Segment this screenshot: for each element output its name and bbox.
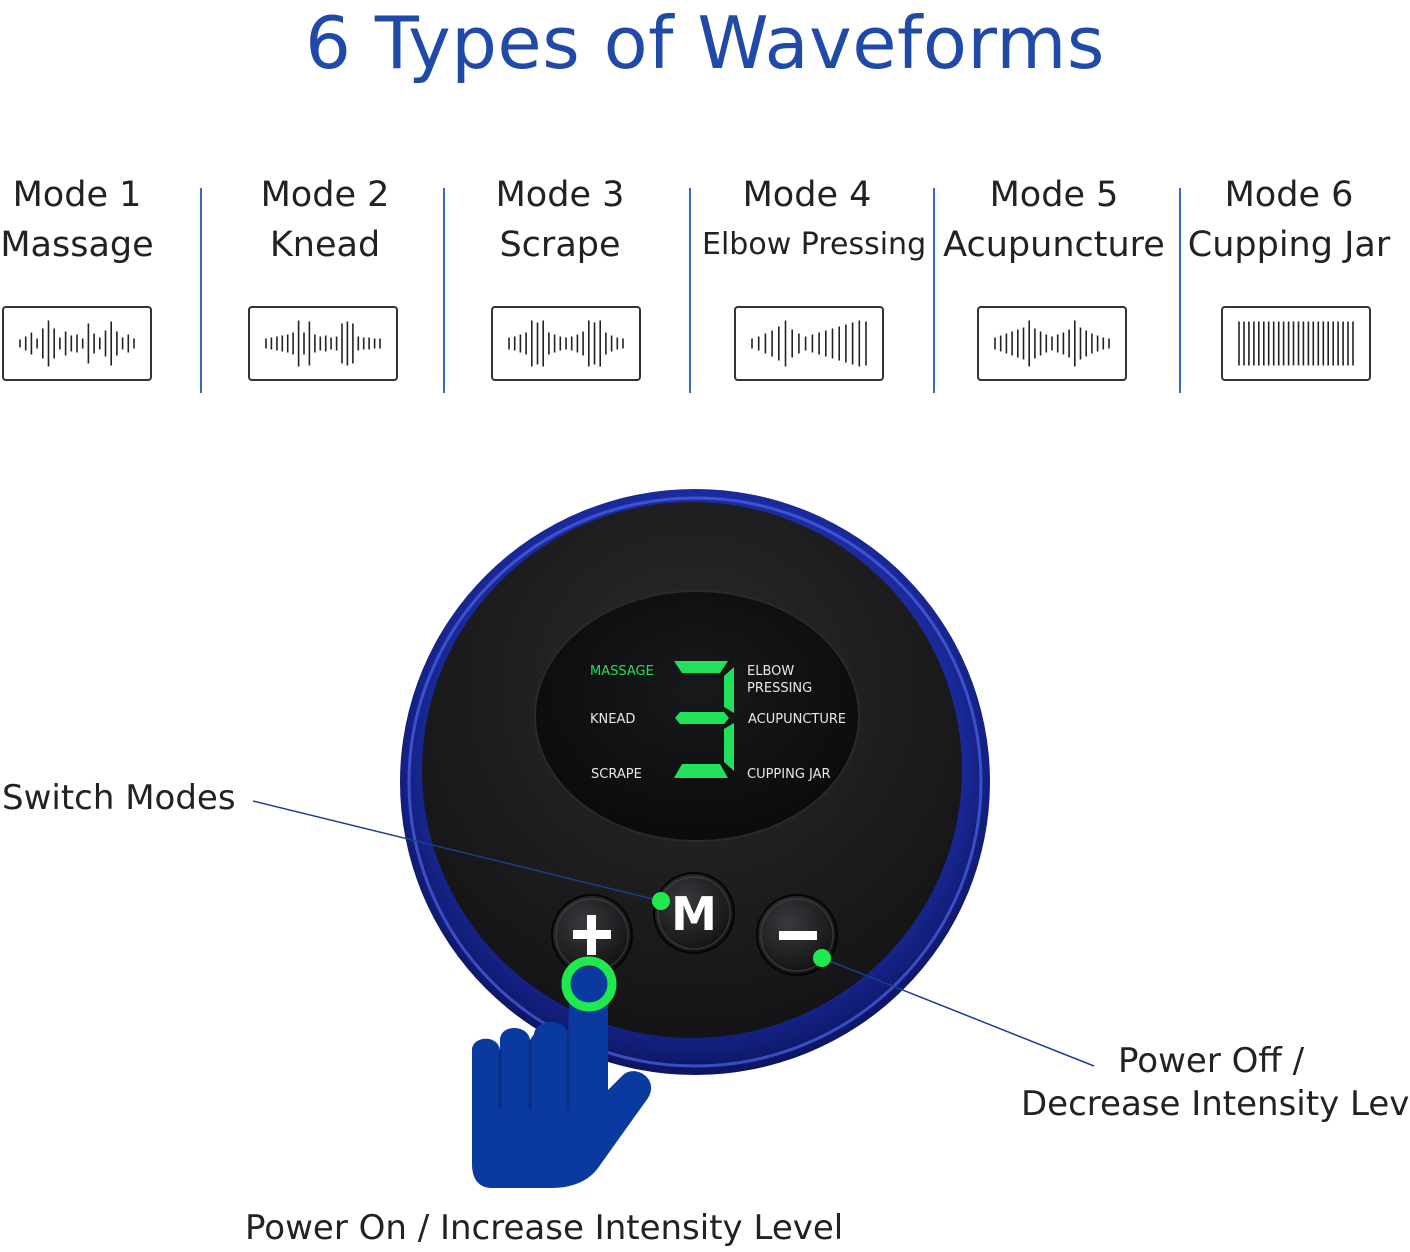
waveform-icon	[1221, 306, 1371, 381]
lcd-label-cupping-jar: CUPPING JAR	[747, 767, 831, 782]
waveform-graphic	[751, 320, 867, 367]
lcd-label-elbow: ELBOW	[747, 664, 794, 679]
mode-name: Acupuncture	[943, 225, 1165, 265]
power-on-label: Power On / Increase Intensity Level	[245, 1208, 844, 1248]
mode-divider	[933, 188, 935, 393]
mode-card-6: Mode 6 Cupping Jar	[1174, 170, 1404, 381]
mode-divider	[1179, 188, 1181, 393]
minus-indicator-dot	[813, 949, 831, 967]
mode-name: Massage	[0, 225, 154, 265]
pointing-hand-icon	[472, 966, 652, 1188]
waveform-graphic	[19, 320, 135, 367]
waveform-icon	[248, 306, 398, 381]
minus-icon	[779, 931, 817, 940]
mode-number: Mode 6	[1224, 175, 1354, 215]
waveform-graphic	[508, 320, 624, 367]
mode-name: Elbow Pressing	[702, 227, 927, 262]
mode-number: Mode 2	[260, 175, 390, 215]
mode-name: Scrape	[499, 225, 621, 265]
plus-button[interactable]	[551, 894, 633, 976]
mode-number: Mode 1	[12, 175, 142, 215]
waveform-icon	[2, 306, 152, 381]
waveform-icon	[491, 306, 641, 381]
lcd-digit-3	[674, 661, 734, 778]
mode-card-4: Mode 4 Elbow Pressing	[692, 170, 927, 381]
waveform-icon	[734, 306, 884, 381]
mode-divider	[200, 188, 202, 393]
mode-number: Mode 5	[989, 175, 1119, 215]
waveform-icon	[977, 306, 1127, 381]
mode-card-2: Mode 2 Knead	[210, 170, 440, 381]
waveform-graphic	[994, 320, 1110, 367]
lcd-label-acupuncture: ACUPUNCTURE	[748, 712, 846, 727]
waveform-graphic	[265, 320, 381, 367]
switch-modes-label: Switch Modes	[2, 778, 236, 818]
mode-number: Mode 4	[742, 175, 872, 215]
mode-card-1: Mode 1 Massage	[0, 170, 192, 381]
decrease-intensity-label: Decrease Intensity Level	[1021, 1084, 1410, 1124]
page-title: 6 Types of Waveforms	[305, 1, 1105, 85]
lcd-label-massage: MASSAGE	[590, 664, 654, 679]
mode-card-5: Mode 5 Acupuncture	[939, 170, 1169, 381]
power-off-label: Power Off /	[1118, 1041, 1305, 1081]
plus-indicator-ring	[561, 956, 617, 1012]
power-off-leader	[821, 957, 1095, 1067]
lcd-label-scrape: SCRAPE	[591, 767, 642, 782]
mode-card-3: Mode 3 Scrape	[445, 170, 675, 381]
mode-button[interactable]: M	[653, 872, 735, 954]
lcd-label-pressing: PRESSING	[747, 681, 812, 696]
mode-name: Knead	[269, 225, 381, 265]
mode-indicator-dot	[652, 892, 670, 910]
mode-divider	[689, 188, 691, 393]
waveform-graphic	[1238, 321, 1354, 366]
mode-button-label: M	[671, 887, 717, 941]
mode-name: Cupping Jar	[1187, 225, 1391, 265]
switch-modes-leader	[252, 800, 662, 902]
mode-number: Mode 3	[495, 175, 625, 215]
lcd-label-knead: KNEAD	[590, 712, 635, 727]
mode-divider	[443, 188, 445, 393]
